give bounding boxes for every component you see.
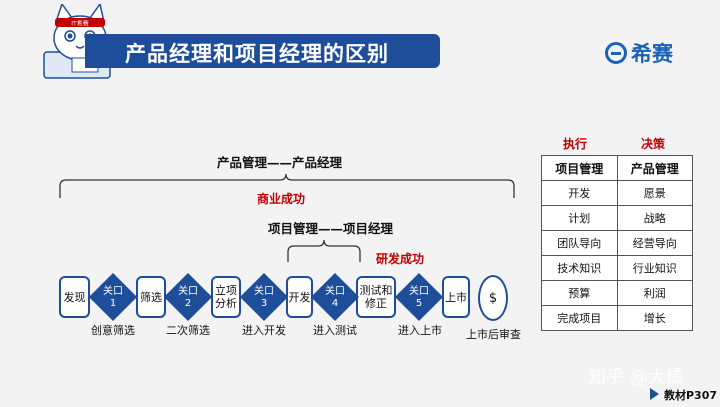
table-row: 团队导向经营导向 (541, 230, 693, 256)
step-project-analysis: 立项 分析 (211, 276, 241, 318)
business-success-label: 商业成功 (257, 192, 306, 206)
step-test-fix: 测试和 修正 (356, 276, 396, 318)
logo-text: 希赛 (631, 42, 673, 66)
page-title: 产品经理和项目经理的区别 (125, 42, 389, 66)
gate-2-caption: 二次筛选 (166, 324, 210, 337)
table-row: 开发愿景 (541, 180, 693, 206)
rd-success-label: 研发成功 (376, 252, 425, 266)
col-execute-header: 执行 (563, 137, 588, 151)
table-row: 项目管理产品管理 (541, 155, 693, 181)
table-row: 计划战略 (541, 205, 693, 231)
watermark: 知乎 @大橘 (588, 367, 684, 388)
title-banner (85, 34, 440, 68)
table-row: 技术知识行业知识 (541, 255, 693, 281)
col-decide-header: 决策 (641, 137, 666, 151)
brand-logo: 希赛 (605, 38, 673, 68)
gate-1-caption: 创意筛选 (91, 324, 135, 337)
step-launch: 上市 (442, 276, 470, 318)
comparison-table: 项目管理产品管理 开发愿景 计划战略 团队导向经营导向 技术知识行业知识 预算利… (541, 155, 693, 331)
step-develop: 开发 (286, 276, 313, 318)
table-row: 预算利润 (541, 280, 693, 306)
step-screen: 筛选 (136, 276, 166, 318)
end-caption: 上市后审查 (466, 328, 521, 341)
dollar-icon: $ (478, 275, 508, 321)
product-management-label: 产品管理——产品经理 (217, 155, 343, 170)
play-triangle-icon (650, 388, 659, 400)
table-row: 完成项目增长 (541, 305, 693, 331)
footer-reference: 教材P307 (664, 389, 718, 402)
gate-4-caption: 进入测试 (313, 324, 357, 337)
svg-text:IT希赛: IT希赛 (71, 20, 88, 28)
gate-5-caption: 进入上市 (398, 324, 442, 337)
xisai-logo-icon (605, 42, 627, 64)
gate-3-caption: 进入开发 (242, 324, 286, 337)
step-discover: 发现 (59, 276, 90, 318)
project-management-label: 项目管理——项目经理 (268, 221, 394, 236)
